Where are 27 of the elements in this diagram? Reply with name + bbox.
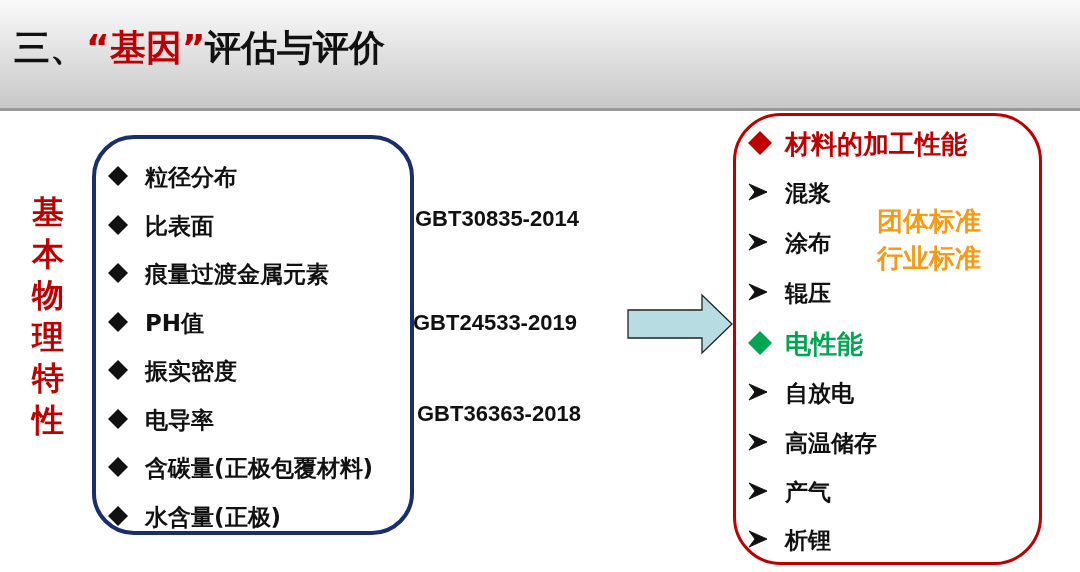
list-item: PH值 xyxy=(145,308,205,338)
list-item: 产气 xyxy=(785,478,831,507)
list-item: 比表面 xyxy=(145,211,214,241)
list-panel xyxy=(733,113,1042,565)
list-item: 自放电 xyxy=(785,379,854,408)
list-panel xyxy=(92,135,414,535)
list-item: 混浆 xyxy=(785,179,831,208)
list-item: 粒径分布 xyxy=(145,163,237,192)
list-item: 团体标准 xyxy=(877,205,981,238)
list-item: 材料的加工性能 xyxy=(785,128,967,161)
list-item: 含碳量(正极包覆材料) xyxy=(145,454,374,483)
list-item: 振实密度 xyxy=(145,357,237,386)
list-item: 涂布 xyxy=(785,229,831,258)
list-item: 析锂 xyxy=(785,526,831,555)
standard-code: GBT24533-2019 xyxy=(413,310,577,336)
slide-title: 三、“基因”评估与评价 xyxy=(14,26,386,70)
standard-code: GBT30835-2014 xyxy=(415,206,579,232)
list-item: 痕量过渡金属元素 xyxy=(145,260,329,289)
list-item: 电导率 xyxy=(145,405,214,435)
side-heading: 基本物理特性 xyxy=(32,192,64,441)
list-item: 水含量(正极) xyxy=(145,502,282,532)
list-item: 行业标准 xyxy=(877,242,981,275)
standard-code: GBT36363-2018 xyxy=(417,401,581,427)
block-arrow xyxy=(627,293,733,355)
list-item: 高温储存 xyxy=(785,429,877,458)
list-item: 辊压 xyxy=(785,279,831,308)
list-item: 电性能 xyxy=(785,328,863,361)
